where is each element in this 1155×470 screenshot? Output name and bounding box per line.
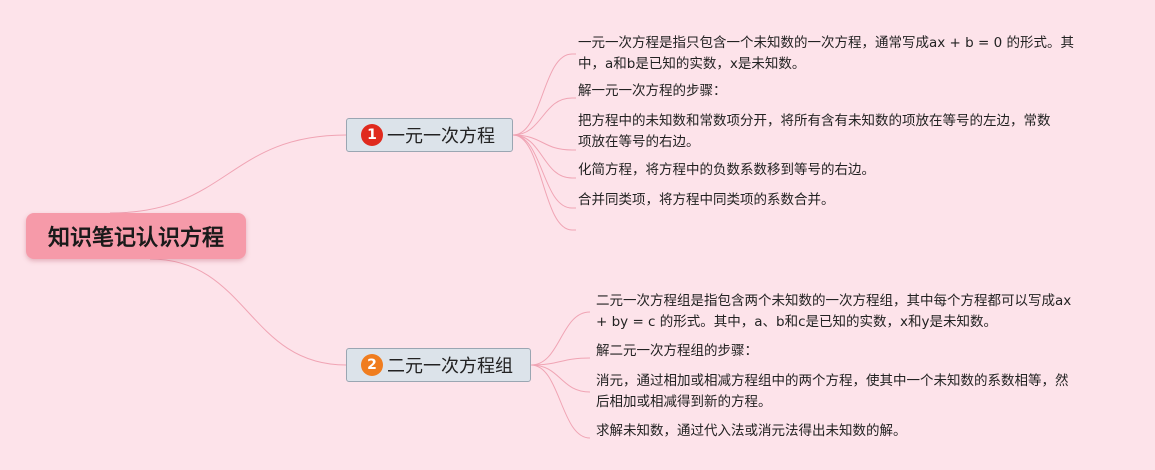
leaf-topic[interactable]: 化简方程，将方程中的负数系数移到等号的右边。 (578, 160, 875, 181)
connector-branch-2-leaf (530, 311, 591, 366)
leaf-text-line: 消元，通过相加或相减方程组中的两个方程，使其中一个未知数的系数相等，然 (596, 373, 1069, 389)
leaf-topic[interactable]: 把方程中的未知数和常数项分开，将所有含有未知数的项放在等号的左边，常数 项放在等… (578, 111, 1051, 153)
leaf-topic[interactable]: 二元一次方程组是指包含两个未知数的一次方程组，其中每个方程都可以写成ax + b… (596, 291, 1071, 333)
connector-branch-2-leaf (530, 357, 591, 366)
leaf-text-line: 求解未知数，通过代入法或消元法得出未知数的解。 (596, 423, 907, 439)
connector-branch-1-leaf (512, 134, 573, 151)
leaf-topic[interactable]: 一元一次方程是指只包含一个未知数的一次方程，通常写成ax + b = 0 的形式… (578, 33, 1074, 75)
leaf-topic[interactable]: 合并同类项，将方程中同类项的系数合并。 (578, 190, 835, 211)
leaf-text-line: 一元一次方程是指只包含一个未知数的一次方程，通常写成ax + b = 0 的形式… (578, 35, 1074, 51)
branch-topic-label: 二元一次方程组 (387, 356, 513, 377)
root-topic-label: 知识笔记认识方程 (47, 226, 224, 251)
connector-branch-1-leaf (512, 53, 573, 136)
leaf-text-line: 化简方程，将方程中的负数系数移到等号的右边。 (578, 162, 875, 178)
leaf-text-line: 合并同类项，将方程中同类项的系数合并。 (578, 192, 835, 208)
leaf-topic[interactable]: 消元，通过相加或相减方程组中的两个方程，使其中一个未知数的系数相等，然 后相加或… (596, 371, 1069, 413)
connector-branch-2-leaf (530, 364, 591, 393)
leaf-topic[interactable]: 解一元一次方程的步骤： (578, 81, 727, 102)
connector-branch-2-leaf (530, 364, 591, 439)
branch-topic-linear-system[interactable]: 2 二元一次方程组 (346, 348, 531, 382)
connector-branch-1-leaf (512, 134, 573, 209)
leaf-text-line: 后相加或相减得到新的方程。 (596, 394, 772, 410)
leaf-text-line: 把方程中的未知数和常数项分开，将所有含有未知数的项放在等号的左边，常数 (578, 113, 1051, 129)
connector-branch-1-leaf (512, 97, 573, 136)
leaf-topic[interactable]: 解二元一次方程组的步骤： (596, 341, 758, 362)
leaf-text-line: 项放在等号的右边。 (578, 134, 700, 150)
leaf-text-line: 解一元一次方程的步骤： (578, 83, 727, 99)
leaf-text-line: 二元一次方程组是指包含两个未知数的一次方程组，其中每个方程都可以写成ax (596, 293, 1072, 309)
branch-topic-label: 一元一次方程 (387, 126, 495, 147)
leaf-topic[interactable]: 求解未知数，通过代入法或消元法得出未知数的解。 (596, 421, 907, 442)
leaf-text-line: 中，a和b是已知的实数，x是未知数。 (578, 56, 806, 72)
root-topic[interactable]: 知识笔记认识方程 (26, 213, 246, 259)
priority-1-badge-icon: 1 (361, 124, 383, 146)
priority-2-badge-icon: 2 (361, 354, 383, 376)
connector-root-branch-2 (149, 258, 347, 366)
connector-root-branch-1 (109, 134, 347, 214)
connector-branch-1-leaf (512, 134, 573, 231)
branch-topic-linear-equation[interactable]: 1 一元一次方程 (346, 118, 513, 152)
leaf-text-line: + by = c 的形式。其中，a、b和c是已知的实数，x和y是未知数。 (596, 314, 998, 330)
connector-branch-1-leaf (512, 134, 573, 179)
leaf-text-line: 解二元一次方程组的步骤： (596, 343, 758, 359)
